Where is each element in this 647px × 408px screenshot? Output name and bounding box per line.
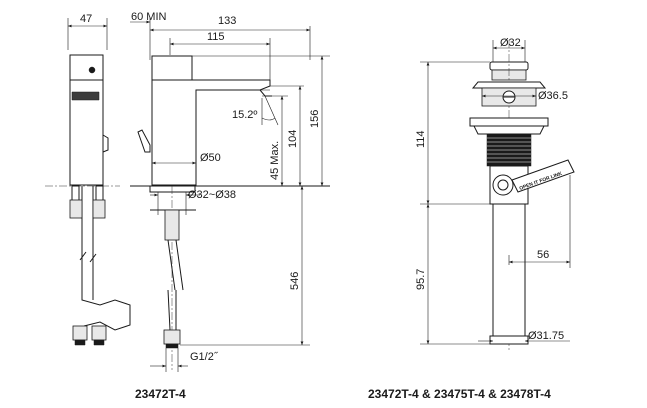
- drain-view: Ø32 Ø36.5 OPEN IT FOR LINK: [415, 37, 575, 350]
- dim-156: 156: [309, 110, 321, 128]
- dim-95-7: 95.7: [415, 269, 427, 290]
- caption-right: 23472T-4 & 23475T-4 & 23478T-4: [368, 387, 551, 401]
- dim-45-max: 45 Max.: [269, 141, 281, 180]
- dim-133: 133: [218, 15, 236, 27]
- dim-thread: G1/2˝: [190, 351, 219, 363]
- side-view: 47: [45, 13, 131, 346]
- dim-114: 114: [415, 130, 427, 148]
- dim-60-min: 60 MIN: [131, 11, 167, 23]
- dim-dia-36-5: Ø36.5: [538, 90, 568, 102]
- dim-dia-32: Ø32: [500, 37, 521, 49]
- dim-dia-hole: Ø32~Ø38: [188, 189, 236, 201]
- dim-546: 546: [289, 272, 301, 290]
- dim-dia-31-75: Ø31.75: [528, 330, 564, 342]
- dim-56: 56: [537, 249, 549, 261]
- dim-dia-50: Ø50: [200, 152, 221, 164]
- dim-47: 47: [80, 13, 92, 25]
- caption-left: 23472T-4: [135, 387, 186, 401]
- dim-115: 115: [207, 31, 225, 43]
- front-view: 60 MIN 133 115 15.2º 45 Max. 104 156: [130, 11, 330, 372]
- dim-104: 104: [287, 130, 299, 148]
- dim-angle: 15.2º: [232, 109, 257, 121]
